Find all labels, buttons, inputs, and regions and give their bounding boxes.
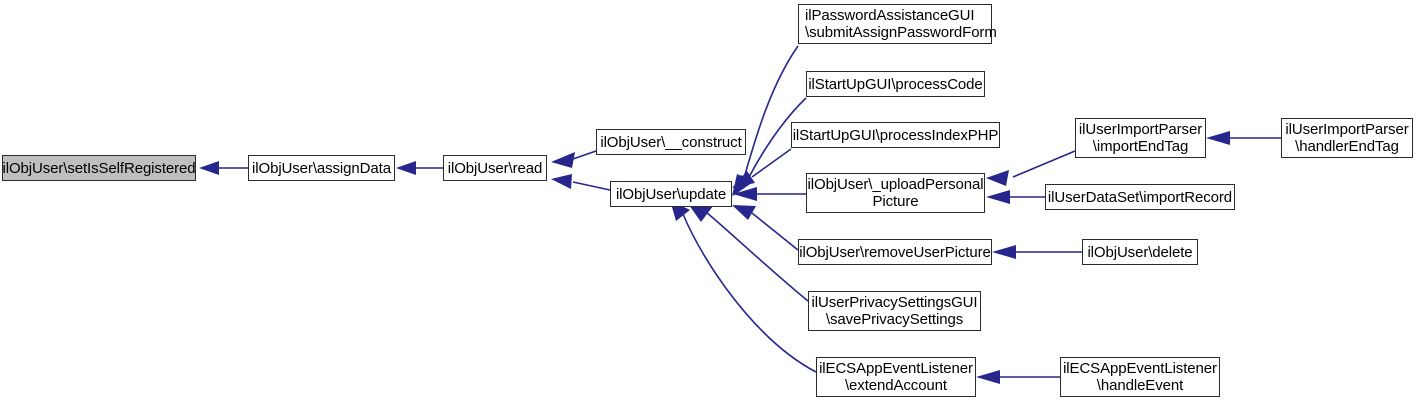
graph-node-read[interactable]: ilObjUser\read: [443, 155, 547, 181]
edge-update-to-read: [551, 174, 611, 191]
graph-node-uploadPersonalPicture[interactable]: ilObjUser\_uploadPersonal Picture: [806, 173, 985, 213]
edge-importEndTag-to-uploadPersonalPicture: [986, 150, 1076, 186]
graph-node-processCode[interactable]: ilStartUpGUI\processCode: [806, 71, 985, 97]
graph-node-importEndTag[interactable]: ilUserImportParser \importEndTag: [1075, 118, 1206, 158]
edge-extendAccount-to-update: [670, 200, 817, 373]
graph-node-construct[interactable]: ilObjUser\__construct: [596, 129, 746, 155]
edge-construct-to-read: [551, 150, 597, 168]
edge-processIndexPHP-to-update: [732, 148, 792, 188]
graph-node-processIndexPHP[interactable]: ilStartUpGUI\processIndexPHP: [791, 122, 1000, 148]
edge-assignData-to-setIsSelfRegistered: [199, 161, 248, 175]
graph-node-savePrivacySettings[interactable]: ilUserPrivacySettingsGUI \savePrivacySet…: [808, 291, 981, 331]
edge-submitAssignPasswordForm-to-update: [732, 45, 799, 196]
graph-node-assignData[interactable]: ilObjUser\assignData: [248, 155, 395, 181]
edge-uploadPersonalPicture-to-update: [733, 187, 806, 201]
edge-handlerEndTag-to-importEndTag: [1206, 131, 1281, 145]
edge-handleEvent-to-extendAccount: [976, 370, 1060, 384]
edge-savePrivacySettings-to-update: [689, 205, 809, 302]
edge-delete-to-removeUserPicture: [992, 245, 1082, 259]
graph-node-extendAccount[interactable]: ilECSAppEventListener \extendAccount: [816, 357, 976, 397]
graph-node-update[interactable]: ilObjUser\update: [610, 181, 732, 207]
graph-node-submitAssignPasswordForm[interactable]: ilPasswordAssistanceGUI \submitAssignPas…: [798, 4, 997, 44]
graph-node-handleEvent[interactable]: ilECSAppEventListener \handleEvent: [1060, 357, 1220, 397]
graph-node-importRecord[interactable]: ilUserDataSet\importRecord: [1045, 184, 1235, 210]
graph-node-setIsSelfRegistered[interactable]: ilObjUser\setIsSelfRegistered: [2, 155, 196, 181]
graph-node-delete[interactable]: ilObjUser\delete: [1082, 239, 1198, 265]
edge-removeUserPicture-to-update: [732, 205, 799, 251]
edge-read-to-assignData: [396, 161, 443, 175]
graph-node-removeUserPicture[interactable]: ilObjUser\removeUserPicture: [798, 239, 992, 265]
graph-node-handlerEndTag[interactable]: ilUserImportParser \handlerEndTag: [1281, 118, 1413, 158]
edge-importRecord-to-uploadPersonalPicture: [986, 190, 1045, 204]
